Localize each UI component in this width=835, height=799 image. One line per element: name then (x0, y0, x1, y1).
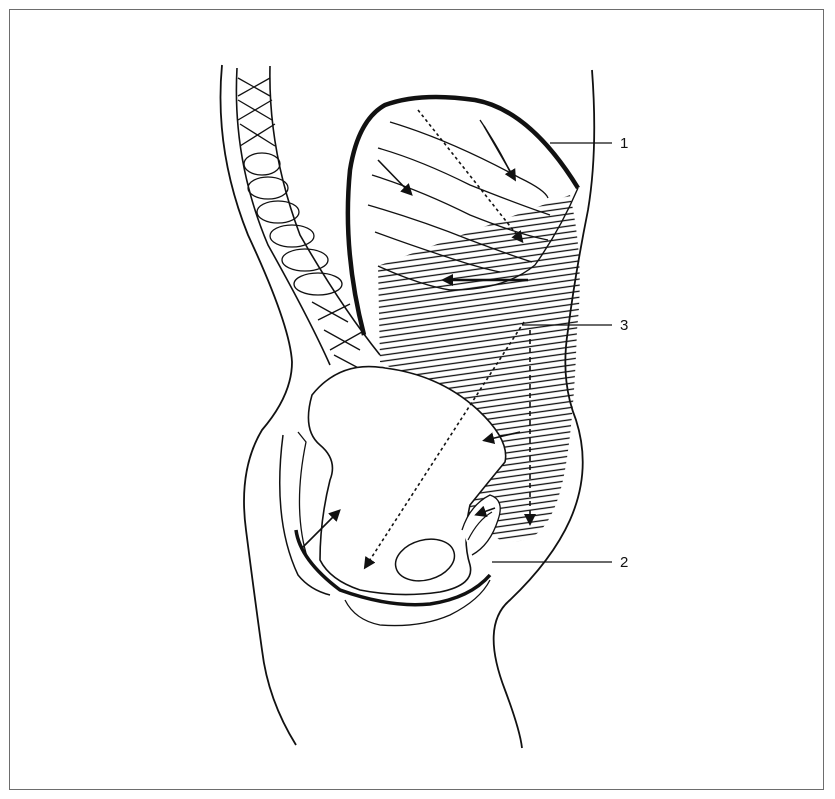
body-outline-back (220, 65, 296, 745)
callout-label-2: 2 (620, 554, 628, 571)
spine (236, 66, 380, 372)
callout-label-1: 1 (620, 135, 628, 152)
callout-label-3: 3 (620, 317, 628, 334)
